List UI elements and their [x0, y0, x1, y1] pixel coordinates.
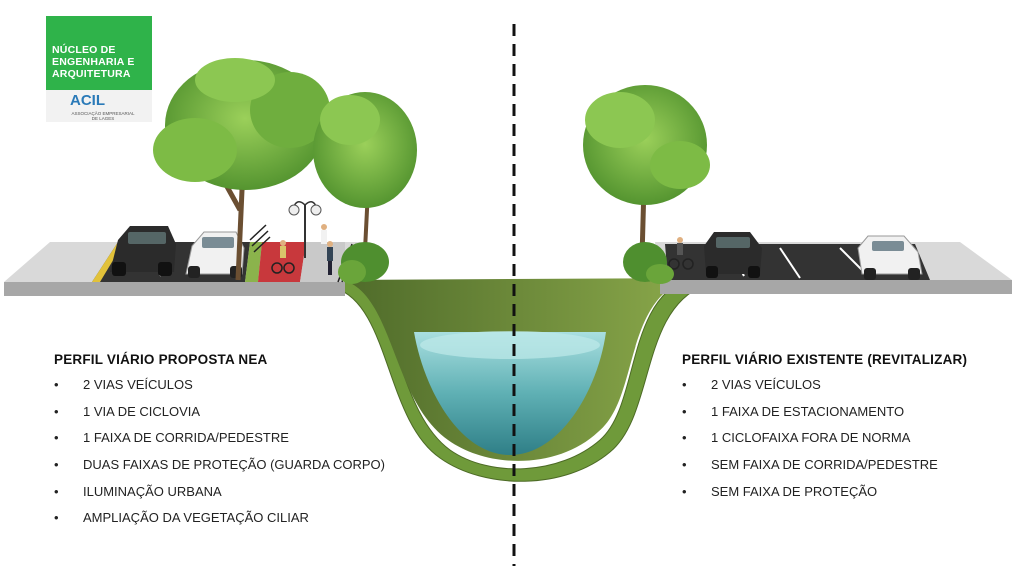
list-item: 1 CICLOFAIXA FORA DE NORMA	[682, 429, 1002, 456]
proposal-feature-list: 2 VIAS VEÍCULOS 1 VIA DE CICLOVIA 1 FAIX…	[54, 376, 414, 536]
existing-profile-title: PERFIL VIÁRIO EXISTENTE (REVITALIZAR)	[682, 352, 968, 367]
pedestrians-left	[321, 224, 333, 275]
list-item: 1 FAIXA DE CORRIDA/PEDESTRE	[54, 429, 414, 456]
pedestrian-lane	[300, 242, 345, 282]
list-item: AMPLIAÇÃO DA VEGETAÇÃO CILIAR	[54, 509, 414, 536]
cyclist-right	[668, 237, 694, 270]
logo-title: NÚCLEO DE ENGENHARIA E ARQUITETURA	[52, 44, 135, 80]
list-item: SEM FAIXA DE PROTEÇÃO	[682, 483, 1002, 510]
tree-left-small	[313, 92, 417, 251]
proposal-profile-section: PERFIL VIÁRIO PROPOSTA NEA 2 VIAS VEÍCUL…	[54, 352, 414, 536]
cycle-lane	[258, 242, 306, 282]
list-item: 1 FAIXA DE ESTACIONAMENTO	[682, 403, 1002, 430]
list-item: DUAS FAIXAS DE PROTEÇÃO (GUARDA CORPO)	[54, 456, 414, 483]
list-item: SEM FAIXA DE CORRIDA/PEDESTRE	[682, 456, 1002, 483]
car-dark-right	[704, 232, 762, 278]
logo-subtitle: ASSOCIAÇÃO EMPRESARIAL DE LAGES	[71, 111, 135, 121]
car-white-left	[185, 231, 245, 278]
existing-profile-section: PERFIL VIÁRIO EXISTENTE (REVITALIZAR) 2 …	[682, 352, 1002, 509]
river-channel	[333, 277, 707, 482]
nea-acil-logo: NÚCLEO DE ENGENHARIA E ARQUITETURA ACIL …	[46, 16, 152, 122]
logo-brand: ACIL	[70, 92, 105, 109]
tree-right	[583, 85, 710, 259]
street-lamp	[288, 201, 322, 258]
car-white-right	[857, 235, 923, 280]
shrubs-right	[623, 242, 674, 284]
tree-left-large	[153, 58, 330, 281]
cyclist-left	[271, 240, 295, 274]
list-item: 2 VIAS VEÍCULOS	[682, 376, 1002, 403]
list-item: 2 VIAS VEÍCULOS	[54, 376, 414, 403]
list-item: ILUMINAÇÃO URBANA	[54, 483, 414, 510]
proposal-profile-title: PERFIL VIÁRIO PROPOSTA NEA	[54, 352, 268, 367]
existing-feature-list: 2 VIAS VEÍCULOS 1 FAIXA DE ESTACIONAMENT…	[682, 376, 1002, 509]
car-dark-left	[110, 226, 176, 276]
shrubs-left	[338, 242, 389, 284]
proposed-road-platform	[4, 242, 360, 296]
list-item: 1 VIA DE CICLOVIA	[54, 403, 414, 430]
river-water	[414, 332, 606, 455]
